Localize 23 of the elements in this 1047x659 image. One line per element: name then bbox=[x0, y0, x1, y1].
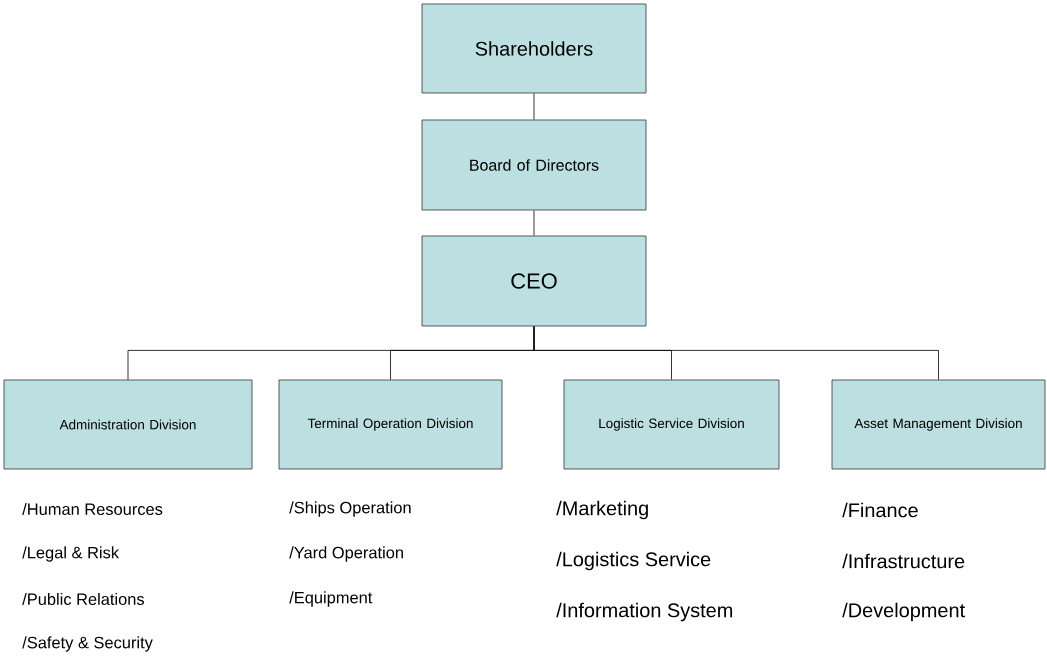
list-item: /Equipment bbox=[289, 591, 373, 607]
division-box: Administration Division bbox=[3, 379, 253, 470]
list-item: /Marketing bbox=[556, 500, 648, 520]
list-item: /Human Resources bbox=[22, 502, 163, 516]
org-box: Board of Directors bbox=[421, 119, 647, 211]
list-item: /Ships Operation bbox=[289, 501, 411, 517]
list-item: /Development bbox=[842, 602, 965, 622]
list-item: /Legal & Risk bbox=[22, 546, 120, 562]
division-box: Terminal Operation Division bbox=[278, 379, 503, 470]
list-item: /Infrastructure bbox=[842, 553, 965, 569]
list-item: /Public Relations bbox=[22, 592, 144, 606]
connector-line bbox=[533, 93, 535, 120]
division-box: Logistic Service Division bbox=[563, 379, 780, 470]
list-item: /Logistics Service bbox=[556, 551, 711, 571]
list-item: /Finance bbox=[842, 502, 918, 518]
connector-line bbox=[533, 326, 939, 380]
connector-line bbox=[533, 210, 535, 236]
list-item: /Information System bbox=[556, 602, 733, 622]
list-item: /Safety & Security bbox=[22, 636, 153, 652]
org-box: CEO bbox=[421, 235, 647, 327]
list-item: /Yard Operation bbox=[289, 546, 403, 562]
org-box: Shareholders bbox=[421, 3, 647, 94]
division-box: Asset Management Division bbox=[831, 379, 1046, 470]
